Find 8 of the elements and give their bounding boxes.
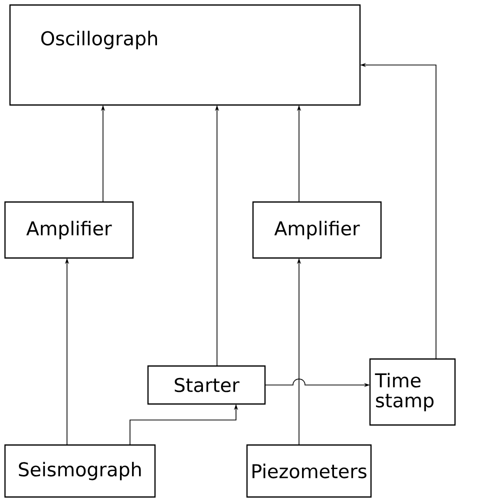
- oscillograph-box: [9, 4, 361, 106]
- box: Amplifier: [252, 201, 382, 259]
- box: Starter: [147, 365, 266, 405]
- box: Piezometers: [246, 444, 372, 498]
- box: Amplifier: [4, 201, 134, 259]
- box: Seismograph: [4, 444, 156, 498]
- box-label: Oscillograph: [41, 30, 157, 50]
- box: Time stamp: [369, 358, 456, 426]
